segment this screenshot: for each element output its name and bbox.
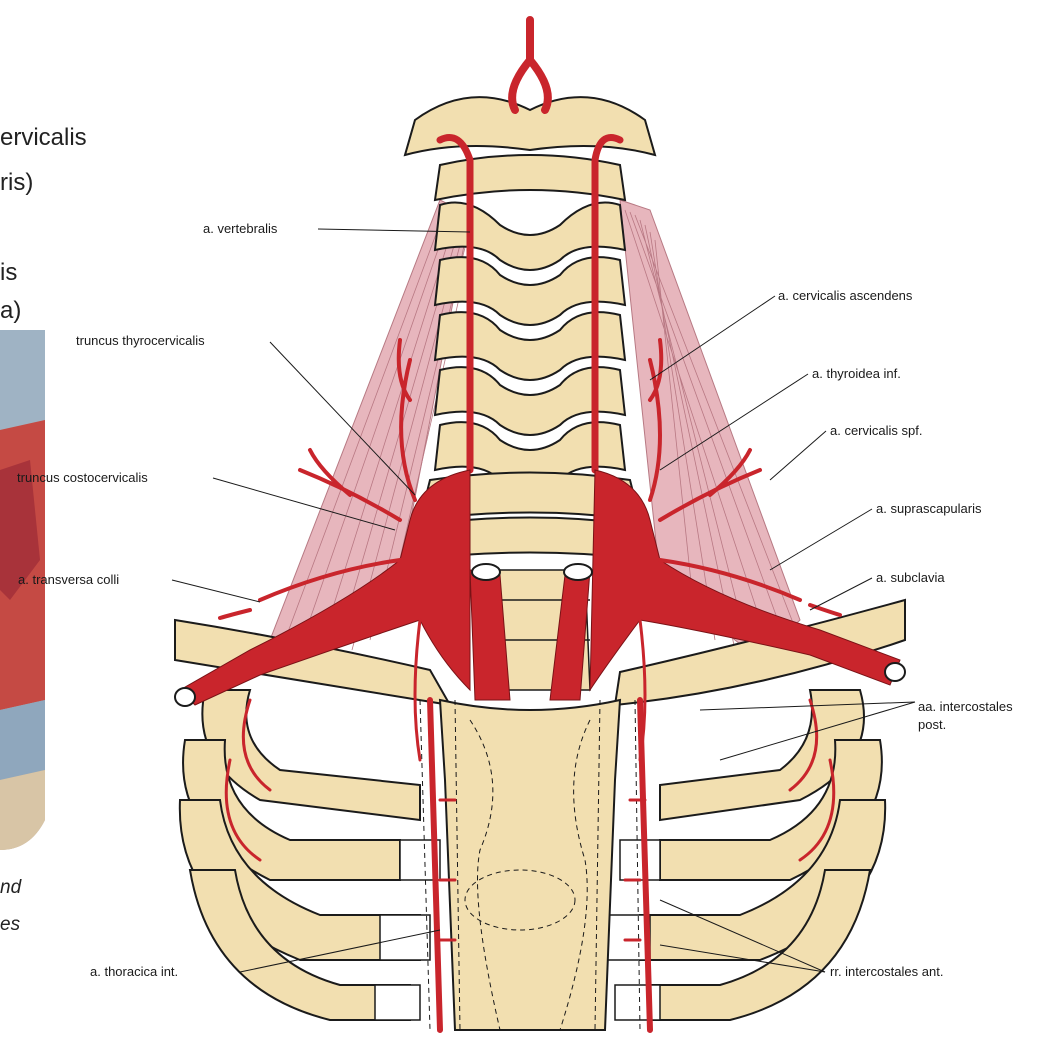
label-thoracica-int: a. thoracica int. <box>90 964 178 979</box>
label-transversa-colli: a. transversa colli <box>18 572 119 587</box>
label-intercostales-post-1: aa. intercostales <box>918 699 1013 714</box>
label-subclavia: a. subclavia <box>876 570 945 585</box>
label-intercostales-post-2: post. <box>918 717 946 732</box>
label-truncus-costocervicalis: truncus costocervicalis <box>17 470 148 485</box>
slide-text-4: a) <box>0 297 21 324</box>
slide-italic-1: nd <box>0 877 23 898</box>
slide-text-2: ris) <box>0 169 33 196</box>
label-cervicalis-ascendens: a. cervicalis ascendens <box>778 288 913 303</box>
slide-italic-2: es <box>0 914 21 935</box>
label-suprascapularis: a. suprascapularis <box>876 501 982 516</box>
label-intercostales-ant: rr. intercostales ant. <box>830 964 943 979</box>
label-cervicalis-spf: a. cervicalis spf. <box>830 423 922 438</box>
left-cropped-photo <box>0 330 45 850</box>
slide-text-1: ervicalis <box>0 124 87 151</box>
label-vertebralis: a. vertebralis <box>203 221 278 236</box>
label-thyroidea-inf: a. thyroidea inf. <box>812 366 901 381</box>
sternum <box>420 700 640 1030</box>
slide-text-3: is <box>0 259 17 286</box>
label-truncus-thyrocervicalis: truncus thyrocervicalis <box>76 333 205 348</box>
